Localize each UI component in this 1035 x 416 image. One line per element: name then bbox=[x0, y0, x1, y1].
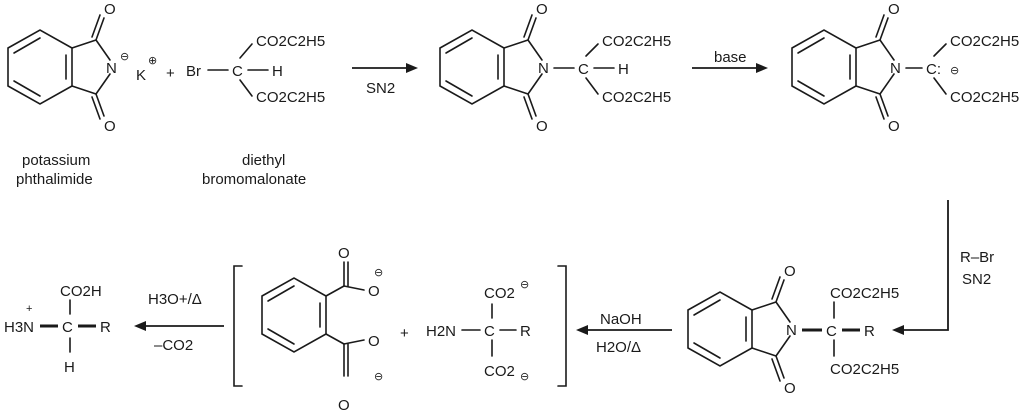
atom-c: C bbox=[826, 323, 837, 340]
ester-bottom: CO2C2H5 bbox=[602, 89, 671, 106]
carbanion-c: C: bbox=[926, 61, 941, 78]
ester-bottom: CO2C2H5 bbox=[950, 89, 1019, 106]
atom-n: N bbox=[106, 60, 117, 77]
amino-acid-product: + H3N C R CO2H H bbox=[4, 283, 111, 376]
label-bromomalonate: bromomalonate bbox=[202, 171, 306, 188]
phthalimidomalonate: O O N C H CO2C2H5 CO2C2H5 bbox=[439, 1, 671, 135]
atom-o: O bbox=[368, 333, 380, 350]
atom-br: Br bbox=[186, 63, 201, 80]
reaction-arrow-alkylation: R–Br SN2 bbox=[892, 200, 994, 335]
minus-charge: ⊖ bbox=[520, 371, 529, 383]
hydrolysis-products-bracket: O O ⊖ O O ⊖ + H2N C R CO2 ⊖ CO2 ⊖ bbox=[233, 245, 567, 414]
atom-o: O bbox=[338, 245, 350, 262]
ester-top: CO2C2H5 bbox=[602, 33, 671, 50]
ammonium-group: H3N bbox=[4, 319, 34, 336]
minus-charge: ⊖ bbox=[520, 279, 529, 291]
plus-sign: + bbox=[400, 325, 409, 342]
atom-o: O bbox=[368, 283, 380, 300]
atom-o: O bbox=[536, 118, 548, 135]
phthalimidomalonate-carbanion: O O N C: ⊖ CO2C2H5 CO2C2H5 bbox=[791, 1, 1019, 135]
atom-c: C bbox=[232, 63, 243, 80]
diethyl-bromomalonate: Br C H CO2C2H5 CO2C2H5 diethyl bromomalo… bbox=[186, 33, 325, 188]
atom-o: O bbox=[888, 118, 900, 135]
label-potassium: potassium bbox=[22, 152, 90, 169]
atom-c: C bbox=[62, 319, 73, 336]
atom-h: H bbox=[64, 359, 75, 376]
carboxylate-top: CO2 bbox=[484, 285, 515, 302]
condition-minus-co2: –CO2 bbox=[154, 337, 193, 354]
atom-r: R bbox=[520, 323, 531, 340]
alkylated-phthalimidomalonate: O O N C R CO2C2H5 CO2C2H5 bbox=[687, 263, 899, 397]
plus-charge: + bbox=[26, 303, 32, 315]
minus-charge: ⊖ bbox=[950, 65, 959, 77]
condition-sn2: SN2 bbox=[366, 80, 395, 97]
label-diethyl: diethyl bbox=[242, 152, 285, 169]
minus-charge: ⊖ bbox=[374, 267, 383, 279]
atom-k: K bbox=[136, 67, 146, 84]
carboxylic-acid: CO2H bbox=[60, 283, 102, 300]
potassium-phthalimide: O O N ⊖ K ⊕ potassium phthalimide bbox=[7, 1, 157, 188]
reaction-arrow-decarboxylation: H3O+/Δ –CO2 bbox=[134, 291, 224, 354]
atom-r: R bbox=[100, 319, 111, 336]
ester-top: CO2C2H5 bbox=[830, 285, 899, 302]
atom-o: O bbox=[338, 397, 350, 414]
atom-c: C bbox=[578, 61, 589, 78]
condition-naoh: NaOH bbox=[600, 311, 642, 328]
reaction-arrow-sn2: SN2 bbox=[352, 63, 418, 97]
minus-charge: ⊖ bbox=[120, 51, 129, 63]
plus-charge: ⊕ bbox=[148, 55, 157, 67]
ester-top: CO2C2H5 bbox=[950, 33, 1019, 50]
atom-c: C bbox=[484, 323, 495, 340]
atom-o: O bbox=[888, 1, 900, 18]
condition-base: base bbox=[714, 49, 747, 66]
atom-n: N bbox=[890, 60, 901, 77]
carboxylate-bottom: CO2 bbox=[484, 363, 515, 380]
label-phthalimide: phthalimide bbox=[16, 171, 93, 188]
condition-sn2: SN2 bbox=[962, 271, 991, 288]
reaction-arrow-base: base bbox=[692, 49, 768, 73]
atom-r: R bbox=[864, 323, 875, 340]
aminomalonate-dianion: H2N C R CO2 ⊖ CO2 ⊖ bbox=[426, 279, 531, 383]
atom-o: O bbox=[784, 380, 796, 397]
atom-o: O bbox=[784, 263, 796, 280]
condition-rbr: R–Br bbox=[960, 249, 994, 266]
amine-group: H2N bbox=[426, 323, 456, 340]
reaction-arrow-hydrolysis: NaOH H2O/Δ bbox=[576, 311, 672, 356]
plus-sign: + bbox=[166, 65, 175, 82]
atom-n: N bbox=[786, 322, 797, 339]
ester-top: CO2C2H5 bbox=[256, 33, 325, 50]
condition-h2o-heat: H2O/Δ bbox=[596, 339, 641, 356]
atom-h: H bbox=[618, 61, 629, 78]
minus-charge: ⊖ bbox=[374, 371, 383, 383]
ester-bottom: CO2C2H5 bbox=[830, 361, 899, 378]
atom-o: O bbox=[104, 118, 116, 135]
atom-o: O bbox=[104, 1, 116, 18]
atom-o: O bbox=[536, 1, 548, 18]
atom-n: N bbox=[538, 60, 549, 77]
condition-h3o-heat: H3O+/Δ bbox=[148, 291, 202, 308]
ester-bottom: CO2C2H5 bbox=[256, 89, 325, 106]
atom-h: H bbox=[272, 63, 283, 80]
phthalate-dianion: O O ⊖ O O ⊖ bbox=[261, 245, 383, 414]
